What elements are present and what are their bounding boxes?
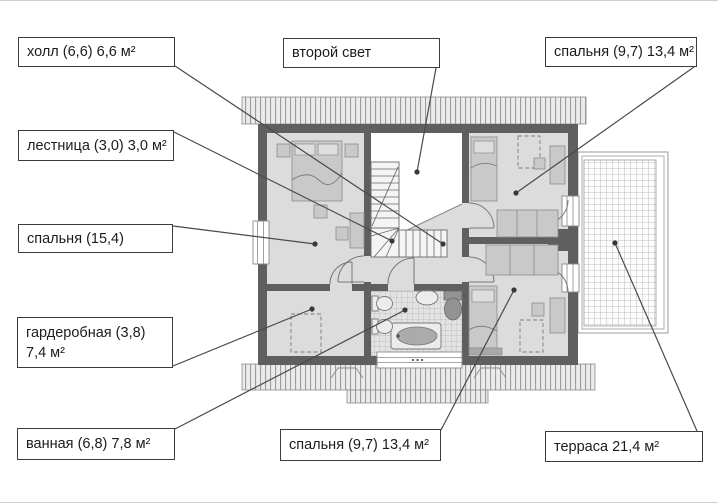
bathtub-basin bbox=[396, 326, 438, 346]
wardrobe-dashed bbox=[290, 313, 322, 353]
pillow bbox=[471, 289, 495, 303]
bathroom-fixtures bbox=[371, 289, 463, 350]
callout-bedroom-bottom-label: спальня (9,7) 13,4 м² bbox=[280, 429, 441, 461]
nightstand bbox=[276, 143, 291, 158]
leader-bedroom-top-right bbox=[515, 66, 695, 194]
callout-staircase-label: лестница (3,0) 3,0 м² bbox=[18, 130, 174, 161]
door-bedroom-left bbox=[337, 255, 365, 283]
chair-dashed bbox=[519, 319, 544, 353]
windows bbox=[252, 195, 580, 369]
bidet-bowl bbox=[376, 296, 393, 311]
callout-second-light-label: второй свет bbox=[283, 38, 440, 68]
blanket-fold bbox=[468, 325, 498, 332]
blanket-fold bbox=[291, 172, 343, 186]
wardrobe-row bbox=[485, 244, 559, 276]
leader-bedroom-left bbox=[172, 225, 316, 245]
desk bbox=[549, 145, 566, 185]
chair-dashed bbox=[517, 135, 541, 169]
leader-second-light bbox=[416, 67, 437, 173]
callout-hall-label: холл (6,6) 6,6 м² bbox=[18, 37, 175, 67]
furniture-bedroom-bottom-right bbox=[468, 244, 566, 356]
sink bbox=[415, 289, 439, 306]
callout-terrace-label: терраса 21,4 м² bbox=[545, 431, 703, 462]
callout-leader-lines bbox=[172, 65, 698, 432]
leader-staircase bbox=[173, 131, 393, 242]
side-table bbox=[531, 302, 545, 317]
chair bbox=[335, 226, 349, 241]
wardrobe-row bbox=[496, 209, 559, 238]
doors bbox=[329, 199, 569, 293]
leader-bedroom-bottom bbox=[440, 289, 515, 431]
furniture bbox=[276, 135, 566, 356]
toilet2-bowl bbox=[376, 319, 393, 334]
toilet-bowl bbox=[444, 297, 462, 321]
callout-bathroom-label: ванная (6,8) 7,8 м² bbox=[17, 428, 175, 460]
pillow bbox=[473, 140, 495, 154]
void-diagonal-line bbox=[398, 203, 463, 235]
callout-bedroom-left-label: спальня (15,4) bbox=[18, 224, 173, 253]
callout-bedroom-top-right-label: спальня (9,7) 13,4 м² bbox=[545, 37, 697, 67]
bathtub-drain bbox=[396, 334, 400, 338]
leader-hall bbox=[174, 65, 444, 245]
door-bathroom bbox=[387, 257, 415, 285]
terrace-door-window bbox=[561, 263, 580, 293]
bed-footboard bbox=[468, 347, 503, 356]
furniture-bedroom-top-right bbox=[470, 135, 566, 238]
desk bbox=[549, 297, 566, 334]
leader-wardrobe bbox=[172, 308, 313, 367]
callout-wardrobe-label: гардеробная (3,8) 7,4 м² bbox=[17, 317, 173, 368]
leader-bathroom bbox=[174, 309, 406, 430]
leader-terrace bbox=[614, 242, 698, 432]
door-wardrobe bbox=[329, 261, 353, 285]
side-table bbox=[533, 157, 546, 170]
window-bottom-bathroom bbox=[376, 351, 463, 369]
roof-mark-right bbox=[473, 367, 507, 379]
furniture-wardrobe bbox=[290, 313, 322, 353]
pillow bbox=[294, 143, 316, 156]
terrace-grid bbox=[583, 159, 657, 327]
pillow bbox=[317, 143, 339, 156]
terrace bbox=[577, 151, 669, 334]
window-left bbox=[252, 220, 270, 265]
blanket-fold bbox=[470, 163, 498, 169]
nightstand bbox=[344, 143, 359, 158]
stair-break-line bbox=[371, 166, 399, 227]
top-border-line bbox=[0, 0, 718, 1]
roof-mark-left bbox=[330, 367, 364, 379]
desk bbox=[349, 212, 365, 249]
window-right-top bbox=[561, 195, 580, 227]
staircase bbox=[370, 161, 448, 258]
door-bedroom-top-right bbox=[468, 202, 495, 229]
